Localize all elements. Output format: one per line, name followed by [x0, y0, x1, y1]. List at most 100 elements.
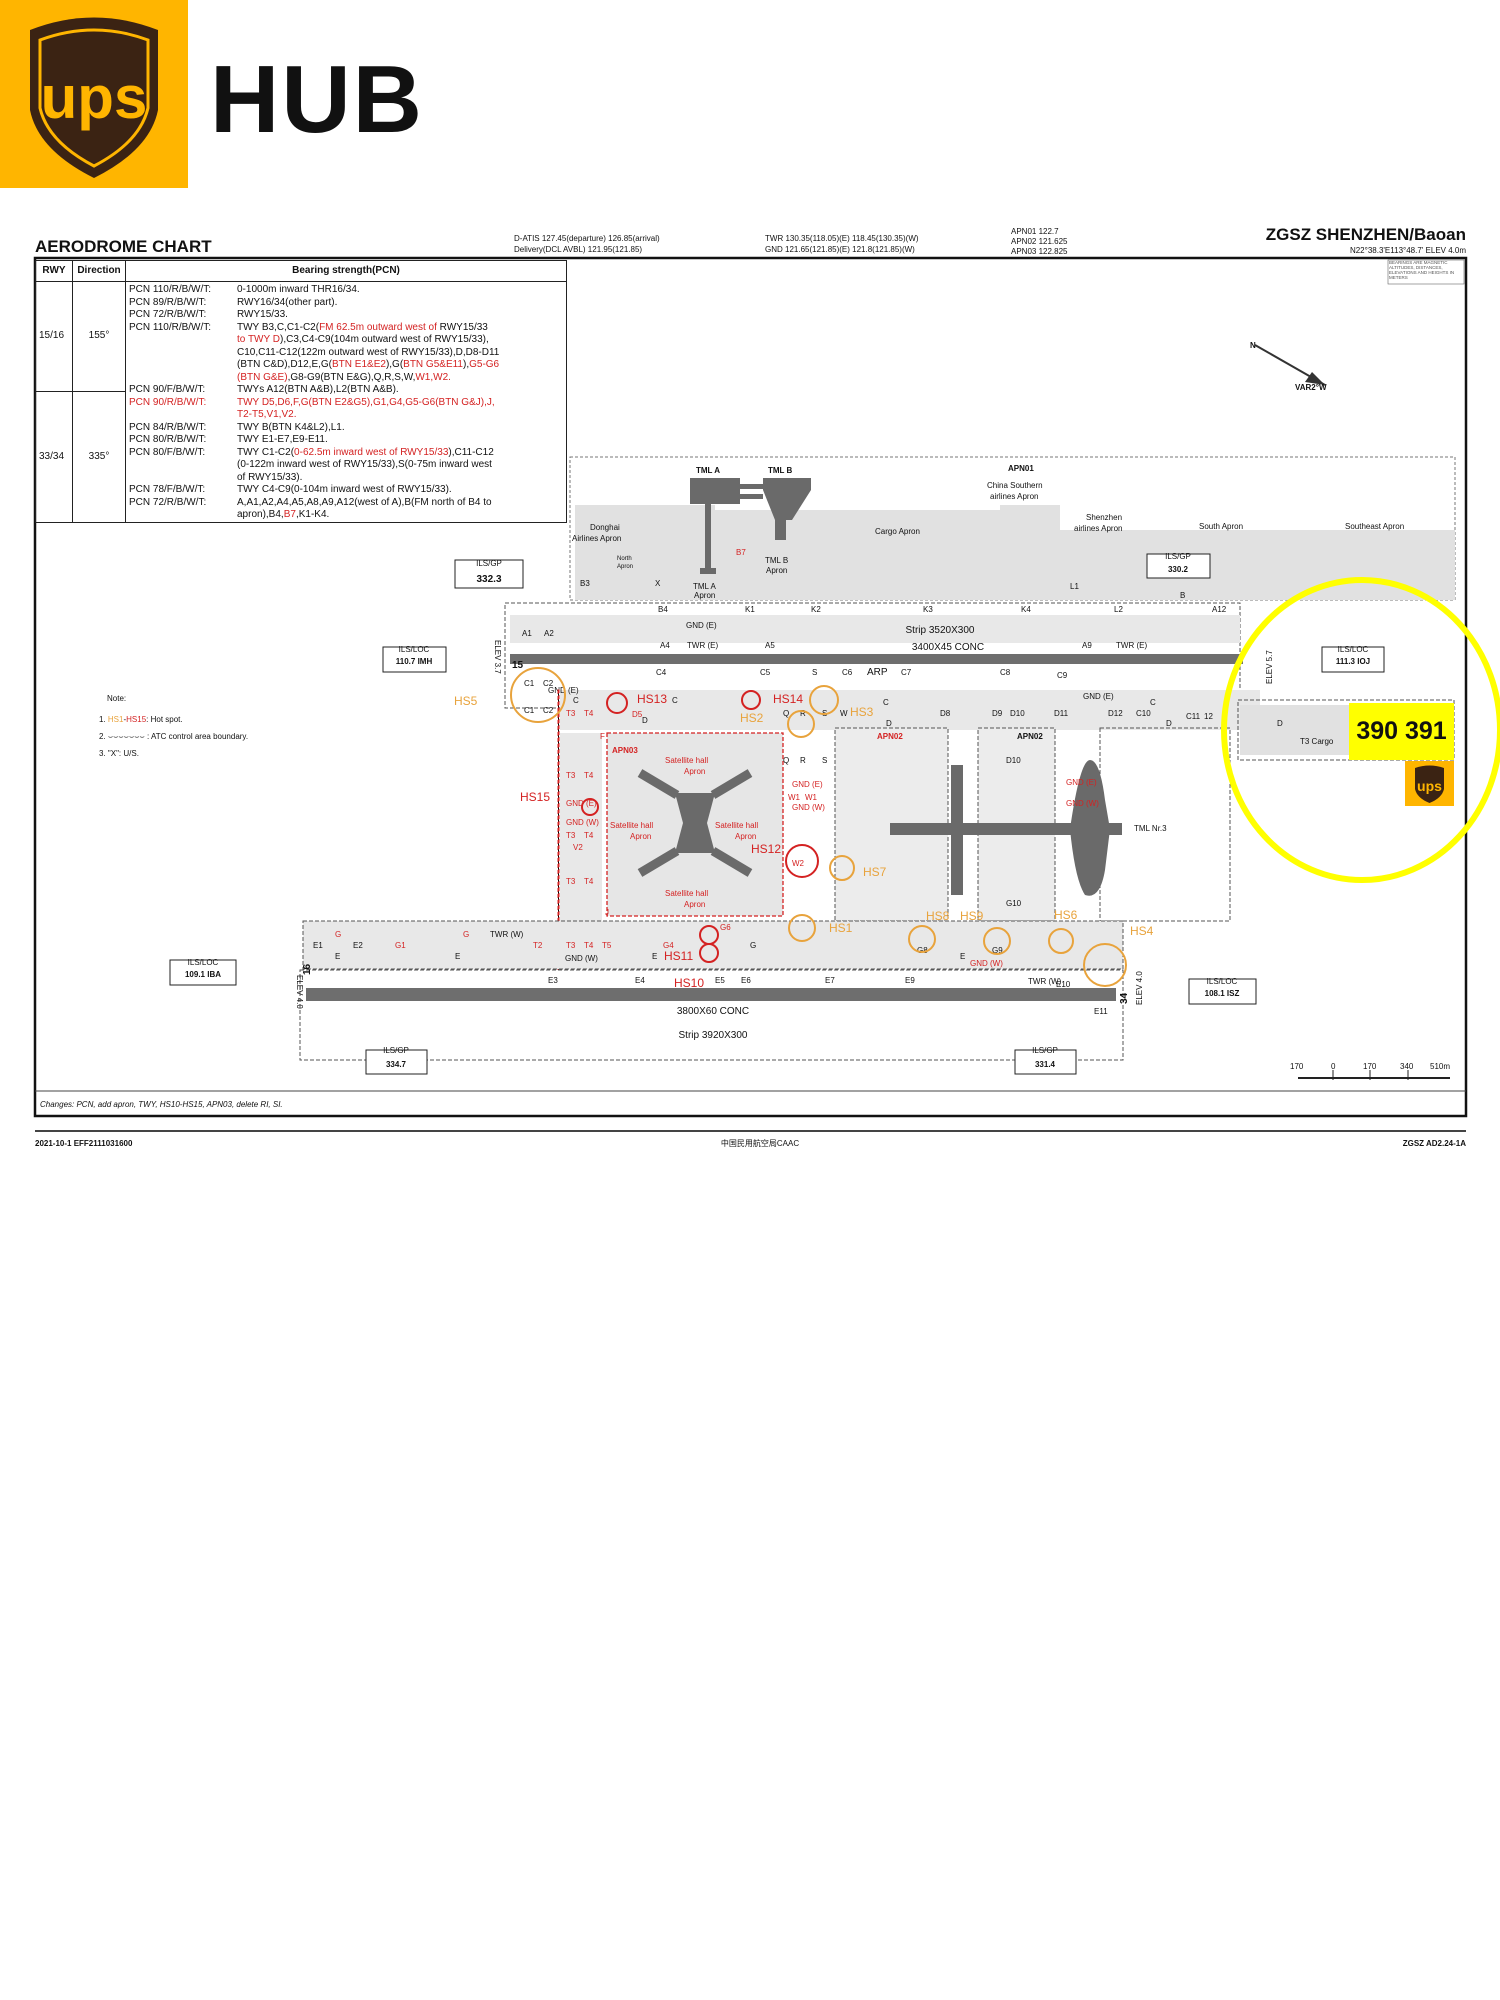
- label-twr-e-top2: TWR (E): [1116, 641, 1147, 650]
- pcn-entry: (BTN G&E),G8-G9(BTN E&G),Q,R,S,W,W1,W2.: [129, 372, 563, 385]
- hotspot-label-hs6: HS6: [1054, 908, 1078, 922]
- label-tml-a-apron2: Apron: [694, 591, 715, 600]
- hotspot-hs3: [809, 685, 839, 715]
- label-a12: A12: [1212, 605, 1227, 614]
- ups-small-logo-text: ups: [1417, 778, 1442, 794]
- pcn-text: apron),B4,B7,K1-K4.: [237, 509, 563, 522]
- label-a9: A9: [1082, 641, 1092, 650]
- label-g4: G4: [663, 941, 674, 950]
- hotspot-hs7: [829, 855, 855, 881]
- label-rwy-15: 15: [512, 660, 524, 671]
- svg-text:111.3 IOJ: 111.3 IOJ: [1336, 657, 1370, 666]
- label-e-b: E: [455, 952, 460, 961]
- direction-cell: 335°: [72, 391, 126, 523]
- pcn-text: of RWY15/33).: [237, 472, 563, 485]
- label-g9: G9: [992, 946, 1003, 955]
- label-c11: C11: [1186, 712, 1201, 721]
- airport-coords: N22°38.3'E113°48.7' ELEV 4.0m: [1350, 246, 1466, 255]
- label-apn02-a: APN02: [877, 732, 903, 741]
- label-china-southern: China Southern: [987, 481, 1043, 490]
- ups-shield-icon: ups: [30, 17, 158, 178]
- label-t3a: T3: [566, 709, 576, 718]
- label-strip-bottom: Strip 3920X300: [679, 1030, 748, 1041]
- pcn-entry: PCN 110/R/B/W/T:TWY B3,C,C1-C2(FM 62.5m …: [129, 322, 563, 335]
- pcn-label: PCN 90/R/B/W/T:: [129, 396, 207, 408]
- tml-a-building: [690, 478, 740, 504]
- hotspot-hs5: [510, 667, 566, 723]
- pcn-text: 0-1000m inward THR16/34.: [237, 284, 563, 297]
- label-q: Q: [783, 709, 789, 718]
- label-e11: E11: [1094, 1007, 1108, 1016]
- label-d10: D10: [1010, 709, 1025, 718]
- runway-15-33: [510, 654, 1243, 664]
- label-gnd-e-c2: GND (E): [1083, 692, 1114, 701]
- pcn-segment: ,K1-K4.: [295, 509, 330, 520]
- label-north-apron: Apron: [617, 564, 633, 570]
- label-f: F: [600, 732, 605, 741]
- label-d12: D12: [1108, 709, 1123, 718]
- pcn-segment: RWY15/33: [439, 321, 488, 333]
- label-c5: C5: [760, 668, 771, 677]
- pcn-text: TWY C1-C2(0-62.5m inward west of RWY15/3…: [237, 447, 563, 460]
- pcn-text: TWY E1-E7,E9-E11.: [237, 434, 563, 447]
- svg-text:ILS/GP: ILS/GP: [1032, 1046, 1058, 1055]
- delivery-freq: Delivery(DCL AVBL) 121.95(121.85): [514, 245, 642, 254]
- pcn-segment: of RWY15/33).: [237, 471, 303, 483]
- pcn-label: PCN 84/R/B/W/T:: [129, 421, 207, 433]
- label-t4c: T4: [584, 831, 594, 840]
- hotspot-label-hs11: HS11: [664, 949, 693, 963]
- label-tml-a-apron: TML A: [693, 582, 716, 591]
- pcn-text: TWY B3,C,C1-C2(FM 62.5m outward west of …: [237, 322, 563, 335]
- pcn-segment: TWY B(BTN K4&L2),L1.: [237, 421, 345, 433]
- hotspot-label-hs9: HS9: [960, 909, 984, 923]
- pcn-label: [129, 509, 237, 522]
- label-d-c: D: [1166, 719, 1172, 728]
- pcn-label: PCN 72/R/B/W/T:: [129, 496, 207, 508]
- svg-text:VAR2°W: VAR2°W: [1295, 383, 1327, 392]
- pcn-entry: PCN 80/F/B/W/T:TWY C1-C2(0-62.5m inward …: [129, 447, 563, 460]
- pcn-label: PCN 110/R/B/W/T:: [129, 284, 212, 295]
- apn02-freq: APN02 121.625: [1011, 237, 1068, 246]
- hotspot-hs13: [606, 692, 628, 714]
- label-g10: G10: [1006, 899, 1022, 908]
- pcn-segment: ),C11-C12: [448, 446, 494, 458]
- hotspot-labels: HS1 HS2 HS3 HS4 HS5 HS6 HS7 HS8 HS9 HS10…: [454, 692, 1154, 990]
- hotspot-hs11b: [699, 943, 719, 963]
- note-title: Note:: [107, 694, 126, 703]
- datis-freq: D-ATIS 127.45(departure) 126.85(arrival): [514, 234, 660, 243]
- label-twr-w: TWR (W): [490, 930, 524, 939]
- pcn-text: TWY C4-C9(0-104m inward west of RWY15/33…: [237, 484, 563, 497]
- label-g-c: G: [750, 941, 756, 950]
- label-t3e: T3: [566, 941, 576, 950]
- pcn-label: PCN 89/R/B/W/T:: [129, 296, 207, 308]
- pcn-entry: PCN 78/F/B/W/T:TWY C4-C9(0-104m inward w…: [129, 484, 563, 497]
- label-d10-apn: D10: [1006, 756, 1021, 765]
- label-e-d: E: [960, 952, 965, 961]
- pcn-segment: A,A1,A2,A4,A5,A8,A9,A12(west of A),B(FM …: [237, 496, 492, 508]
- note-2: 2. ⌣⌣⌣⌣⌣⌣⌣ : ATC control area boundary.: [99, 732, 248, 741]
- pcn-entry: PCN 90/R/B/W/T: TWY D5,D6,F,G(BTN E2&G5),…: [129, 397, 563, 410]
- runway-16-34: [306, 988, 1116, 1001]
- pcn-entry: (0-122m inward west of RWY15/33),S(0-75m…: [129, 459, 563, 472]
- label-g8: G8: [917, 946, 928, 955]
- col-pcn: Bearing strength(PCN): [125, 260, 567, 282]
- apn03-area: [557, 689, 784, 971]
- label-j: J: [605, 908, 609, 917]
- pcn-text: (BTN C&D),D12,E,G(BTN E1&E2),G(BTN G5&E1…: [237, 359, 563, 372]
- pcn-segment: C10,C11-C12(122m outward west of RWY15/3…: [237, 346, 500, 358]
- pcn-text: TWY D5,D6,F,G(BTN E2&G5),G1,G4,G5-G6(BTN…: [237, 397, 563, 410]
- hotspot-label-hs8: HS8: [926, 909, 950, 923]
- pcn-entry: to TWY D),C3,C4-C9(104m outward west of …: [129, 334, 563, 347]
- label-d9: D9: [992, 709, 1003, 718]
- ups-logo-text: ups: [41, 64, 148, 131]
- pcn-segment: BTN G5&E11: [403, 359, 463, 370]
- label-tml-b: TML B: [768, 466, 793, 475]
- label-g-b: G: [463, 930, 469, 939]
- label-l1: L1: [1070, 582, 1079, 591]
- label-runway-bottom: 3800X60 CONC: [677, 1006, 749, 1017]
- label-apn02-b: APN02: [1017, 732, 1043, 741]
- pcn-entry: C10,C11-C12(122m outward west of RWY15/3…: [129, 347, 563, 360]
- label-sat-bot-apron: Apron: [684, 900, 705, 909]
